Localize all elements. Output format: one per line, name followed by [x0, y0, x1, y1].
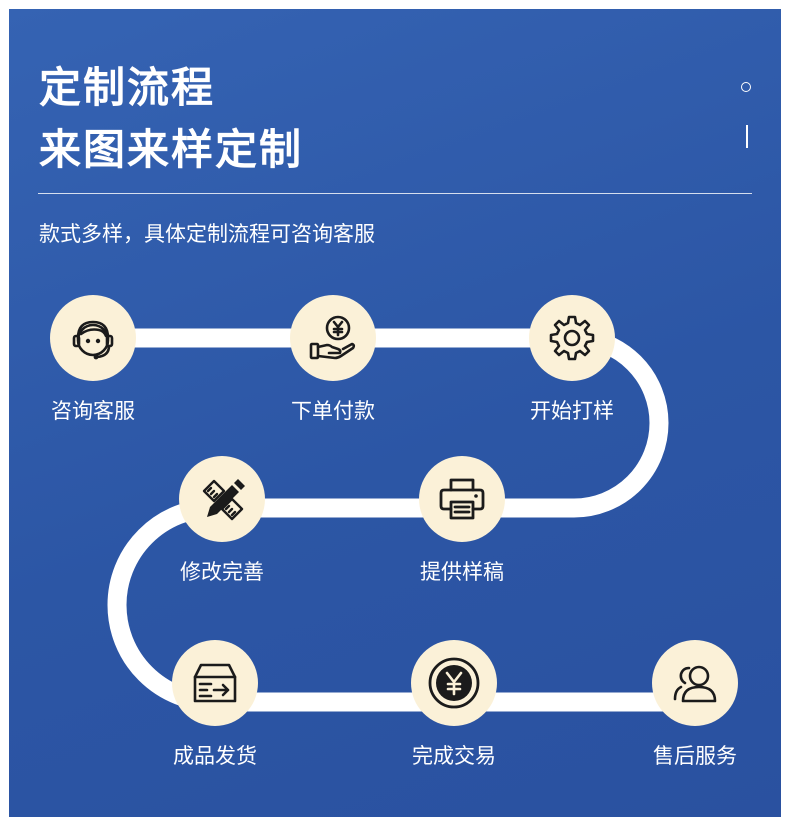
process-panel: 定制流程 来图来样定制 款式多样，具体定制流程可咨询客服 咨询客服 — [9, 9, 781, 817]
step-8-label: 售后服务 — [653, 744, 737, 768]
step-7-label: 完成交易 — [412, 744, 496, 768]
payment-icon — [309, 315, 356, 360]
yen-coin-icon — [428, 657, 480, 709]
step-1-circle — [50, 295, 136, 381]
decorative-circle — [741, 82, 751, 92]
step-3-label: 开始打样 — [530, 399, 614, 423]
package-icon — [193, 663, 237, 703]
gear-icon — [549, 315, 595, 361]
customer-service-icon — [72, 320, 114, 360]
step-8-circle — [652, 640, 738, 726]
step-6-label: 成品发货 — [173, 744, 257, 768]
step-4-circle — [419, 456, 505, 542]
description-text: 款式多样，具体定制流程可咨询客服 — [39, 222, 375, 246]
step-2-circle — [290, 295, 376, 381]
header-divider — [38, 193, 752, 194]
step-2-label: 下单付款 — [291, 399, 375, 423]
printer-icon — [439, 478, 485, 520]
decorative-line — [746, 125, 748, 148]
step-4-label: 提供样稿 — [420, 560, 504, 584]
edit-pencil-icon — [202, 479, 245, 521]
step-5-circle — [179, 456, 265, 542]
step-5-label: 修改完善 — [180, 560, 264, 584]
step-6-circle — [172, 640, 258, 726]
page-title: 定制流程 — [39, 63, 216, 112]
users-icon — [673, 665, 717, 703]
step-1-label: 咨询客服 — [51, 399, 135, 423]
step-7-circle — [411, 640, 497, 726]
page-subtitle-heading: 来图来样定制 — [39, 125, 304, 174]
step-3-circle — [529, 295, 615, 381]
